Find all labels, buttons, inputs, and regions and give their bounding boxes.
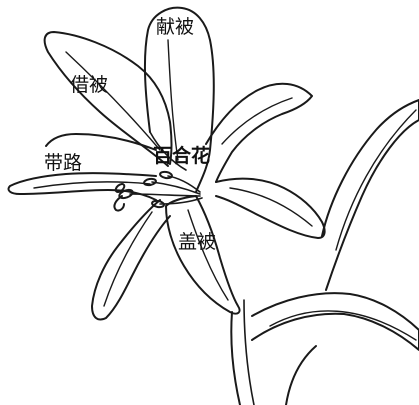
anther-2: [114, 183, 126, 193]
petal-bottom-vein: [187, 209, 229, 301]
leaf-lower: [251, 292, 419, 351]
label-gai-bei: 盖被: [178, 231, 217, 253]
petal-upper-left: [43, 31, 173, 167]
leaf-right: [321, 99, 419, 291]
stamen-1: [129, 193, 201, 197]
stem: [230, 311, 241, 405]
petal-right-upper: [205, 82, 313, 183]
stamen-2: [151, 181, 201, 195]
anther-5: [151, 199, 165, 209]
stamen-3: [167, 175, 201, 193]
leaf-lower-vein: [269, 310, 417, 341]
anther-4: [159, 170, 173, 180]
stigma: [113, 195, 125, 212]
petal-lower-left: [91, 199, 171, 321]
stem-inner: [243, 299, 255, 405]
petal-lower-left-vein: [103, 211, 153, 307]
petal-bottom: [165, 195, 241, 315]
petal-upper-left-vein: [65, 51, 161, 151]
petal-left: [7, 172, 157, 201]
petal-left-edge: [45, 133, 157, 151]
anther-3: [143, 177, 157, 187]
label-dai-lu: 带路: [44, 152, 83, 174]
petal-left-vein: [33, 181, 151, 189]
petal-right-middle: [215, 177, 326, 239]
leaf-bottom: [285, 345, 317, 405]
petal-top: [143, 6, 215, 193]
petal-right-upper-vein: [221, 97, 293, 145]
label-xian-bei: 献被: [156, 16, 195, 38]
petal-top-inner: [149, 131, 187, 171]
petal-right-middle-vein: [229, 187, 313, 227]
petal-top-vein: [167, 39, 179, 161]
anther-1: [118, 188, 134, 200]
leaf-right-vein: [335, 109, 417, 251]
label-jie-bei: 借被: [70, 74, 109, 96]
label-bai-he-hua: 百合花: [153, 145, 211, 167]
